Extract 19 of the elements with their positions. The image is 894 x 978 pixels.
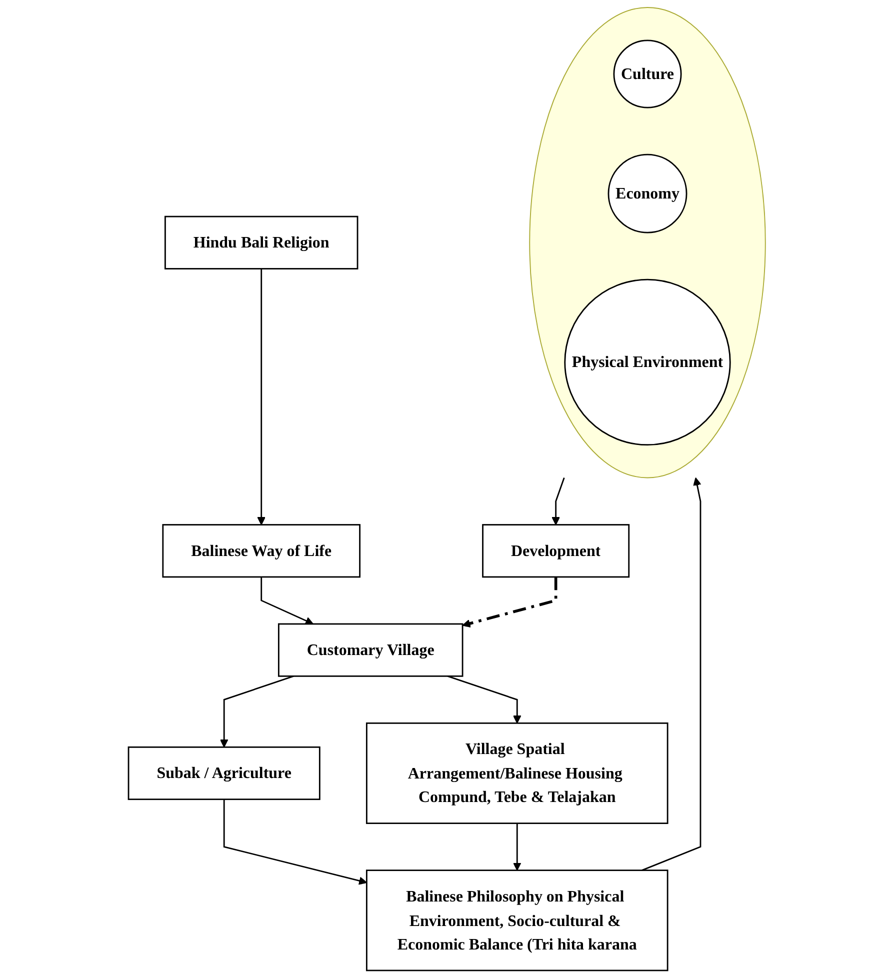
node-box: Development [482,524,630,578]
arrow [223,799,368,885]
node-circle: Culture [613,40,682,108]
arrow [642,477,702,871]
arrow [552,478,565,526]
arrow [260,576,314,625]
arrow [257,268,266,526]
node-box: Hindu Bali Religion [164,216,358,270]
arrow [220,675,294,748]
node-circle: Physical Environment [564,278,731,446]
arrow [462,576,558,628]
node-box: Customary Village [278,623,464,677]
arrow [513,823,522,871]
node-box: Village Spatial Arrangement/Balinese Housing Compund, Tebe & Telajakan [366,722,668,824]
arrow [448,675,522,724]
node-box: Balinese Philosophy on Physical Environment, Socio-cultural & Economic Balance (Tri hita karana [366,870,668,972]
node-circle: Economy [608,154,688,234]
node-box: Subak / Agriculture [128,746,320,800]
node-box: Balinese Way of Life [162,524,361,578]
